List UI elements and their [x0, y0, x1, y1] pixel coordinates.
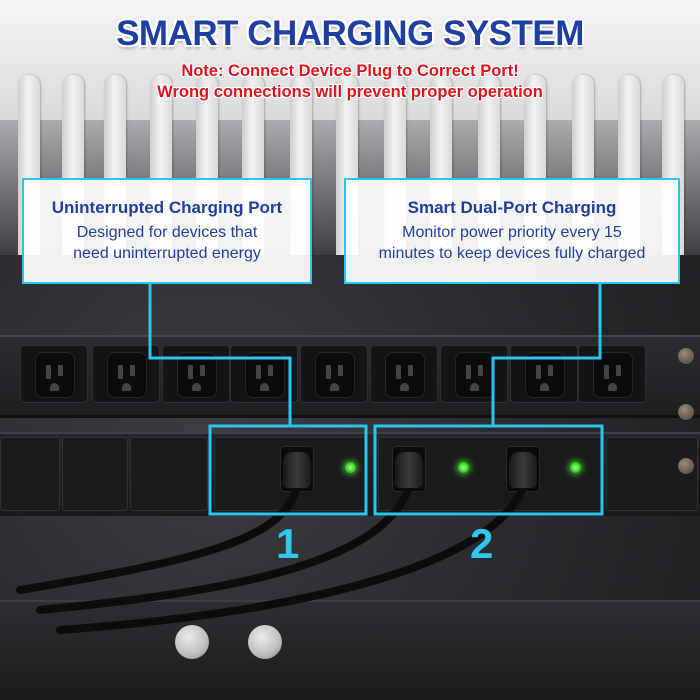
strip-module — [62, 437, 128, 511]
hinge-bolt-icon — [678, 458, 694, 474]
hinge-bolt-icon — [678, 404, 694, 420]
warning-note: Wrong connections will prevent proper op… — [157, 83, 543, 101]
outlet-icon — [440, 345, 508, 403]
strip-module — [130, 437, 208, 511]
callout-dual-port: Smart Dual-Port Charging Monitor power p… — [344, 178, 680, 284]
port-number-2: 2 — [470, 520, 494, 567]
power-plug-icon — [509, 452, 537, 488]
callout-title: Uninterrupted Charging Port — [51, 198, 283, 217]
strip-module — [0, 437, 60, 511]
page-title: SMART CHARGING SYSTEM — [116, 14, 584, 53]
outlet-icon — [300, 345, 368, 403]
outlet-icon — [20, 345, 88, 403]
outlet-icon — [162, 345, 230, 403]
callout-uninterrupted-port: Uninterrupted Charging Port Designed for… — [22, 178, 312, 284]
power-plug-icon — [395, 452, 423, 488]
callout-body: Monitor power priority every 15 — [402, 224, 622, 241]
callout-body: minutes to keep devices fully charged — [378, 245, 646, 262]
green-led-indicator-icon — [570, 462, 581, 473]
cabinet-floor — [0, 600, 700, 700]
warning-note: Note: Connect Device Plug to Correct Por… — [181, 62, 519, 80]
outlet-icon — [370, 345, 438, 403]
port-number-1: 1 — [276, 520, 300, 567]
green-led-indicator-icon — [458, 462, 469, 473]
callout-body: Designed for devices that — [76, 224, 258, 241]
outlet-icon — [230, 345, 298, 403]
outlet-icon — [578, 345, 646, 403]
cable-grommet-icon — [248, 625, 282, 659]
strip-module — [606, 437, 698, 511]
hinge-bolt-icon — [678, 348, 694, 364]
power-plug-icon — [283, 452, 311, 488]
cable-grommet-icon — [175, 625, 209, 659]
callout-title: Smart Dual-Port Charging — [407, 198, 617, 217]
callout-body: need uninterrupted energy — [73, 245, 261, 262]
outlet-icon — [510, 345, 578, 403]
green-led-indicator-icon — [345, 462, 356, 473]
